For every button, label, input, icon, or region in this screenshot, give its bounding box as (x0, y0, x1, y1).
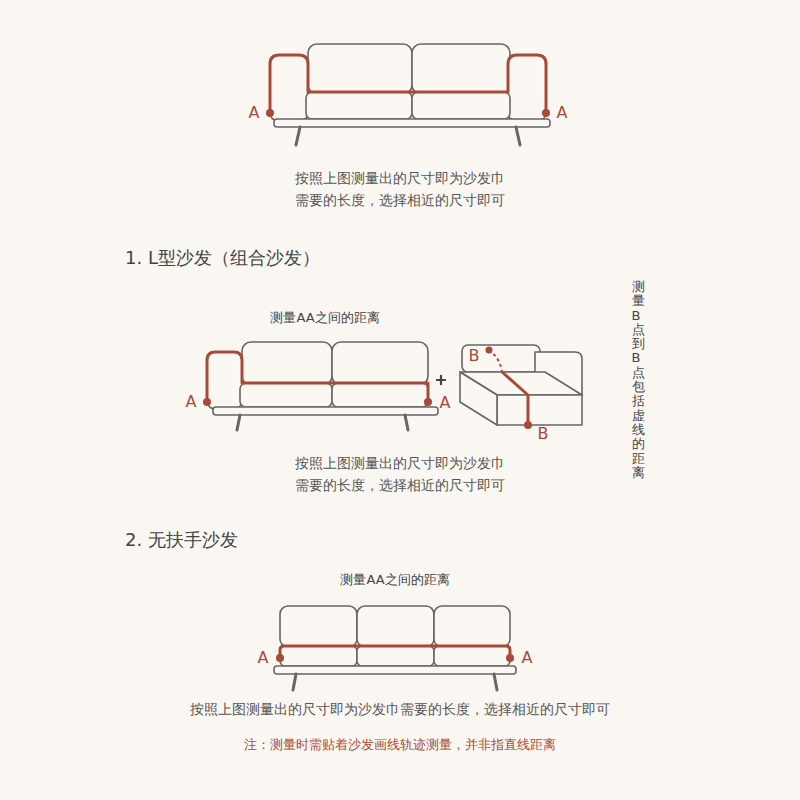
caption: 按照上图测量出的尺寸即为沙发巾 需要的长度，选择相近的尺寸即可 (270, 453, 530, 496)
point-label: A (440, 392, 451, 414)
point-label: A (186, 391, 197, 413)
caption: 按照上图测量出的尺寸即为沙发巾 需要的长度，选择相近的尺寸即可 (270, 168, 530, 211)
point-label: A (258, 647, 269, 669)
section-heading: 1. L型沙发（组合沙发） (125, 245, 320, 270)
note: 注：测量时需贴着沙发画线轨迹测量，并非指直线距离 (244, 736, 556, 754)
instruction: 测量AA之间的距离 (270, 309, 379, 327)
vertical-note: 测量B点到B点包括虚线的距离 (632, 280, 645, 480)
point-label: A (557, 102, 568, 124)
point-label: B (469, 345, 480, 367)
point-label: B (538, 423, 549, 445)
instruction: 测量AA之间的距离 (340, 571, 449, 589)
point-label: A (249, 102, 260, 124)
point-label: A (522, 647, 533, 669)
caption: 按照上图测量出的尺寸即为沙发巾需要的长度，选择相近的尺寸即可 (190, 700, 610, 720)
section-heading: 2. 无扶手沙发 (125, 527, 238, 552)
